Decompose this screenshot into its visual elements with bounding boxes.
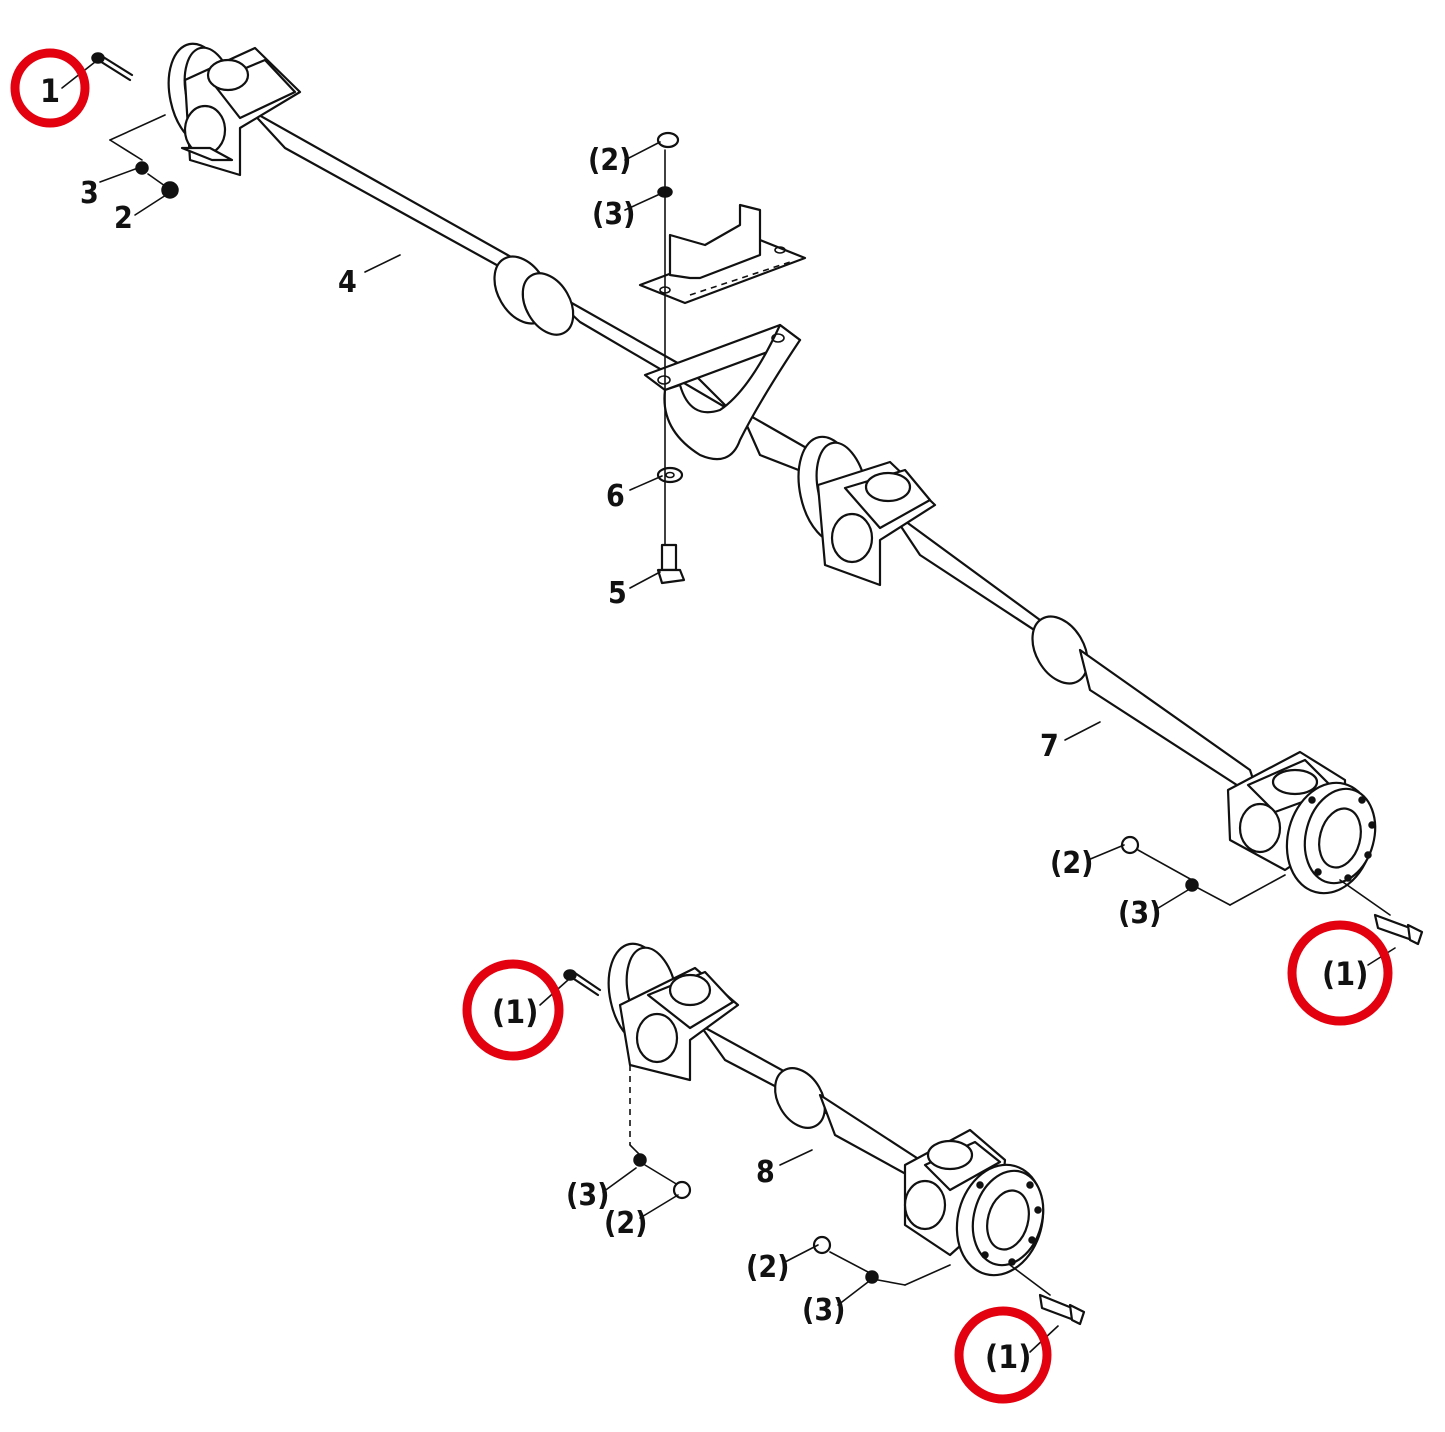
callout-2-top: 2 xyxy=(114,201,133,236)
lockwasher-lower-left xyxy=(633,1153,647,1167)
highlight-circle-1-right xyxy=(1287,920,1393,1026)
yoke-center xyxy=(797,435,937,587)
nut-center-top xyxy=(656,131,680,149)
callout-8: 8 xyxy=(756,1155,775,1190)
bolt-right xyxy=(1373,913,1424,946)
callout-6: 6 xyxy=(606,479,625,514)
nut-lower-right xyxy=(812,1235,832,1255)
yoke-top-left xyxy=(167,42,302,177)
callout-1-lower-right: (1) xyxy=(985,1338,1031,1376)
yoke-lower-left xyxy=(607,942,740,1082)
callout-2-lower-left: (2) xyxy=(604,1206,647,1241)
support-bracket xyxy=(638,203,807,305)
bolt-top-left xyxy=(91,52,134,82)
callout-5: 5 xyxy=(608,576,627,611)
yoke-right xyxy=(1226,750,1377,895)
bolt-lower-right xyxy=(1038,1293,1086,1326)
yoke-lower-right xyxy=(903,1128,1045,1277)
highlight-circle-1-lower-right xyxy=(954,1306,1052,1404)
callout-3-right: (3) xyxy=(1118,896,1161,931)
callout-1-right: (1) xyxy=(1322,955,1368,993)
callout-3-center: (3) xyxy=(592,197,635,232)
shaft-tube-7 xyxy=(738,408,1262,802)
shaft-tube-4 xyxy=(248,108,732,412)
highlight-circle-1-lower-left xyxy=(462,959,564,1061)
shaft-tube-8 xyxy=(698,1023,937,1192)
highlight-circle-1-top xyxy=(10,48,90,128)
callout-3-lower-left: (3) xyxy=(566,1178,609,1213)
callout-2-lower-right: (2) xyxy=(746,1250,789,1285)
callout-3-top: 3 xyxy=(80,176,99,211)
callout-labels: 1 2 3 4 (2) (3) 6 5 7 (2) (3) (1) (1) 8 … xyxy=(40,72,1368,1376)
callout-7: 7 xyxy=(1040,729,1059,764)
upper-drive-shaft-assembly xyxy=(91,42,1424,946)
nut-top-left xyxy=(161,181,179,199)
callout-3-lower-right: (3) xyxy=(802,1293,845,1328)
callout-2-right: (2) xyxy=(1050,846,1093,881)
center-support-bearing xyxy=(643,323,802,461)
bolt-center xyxy=(656,543,686,585)
highlight-circles xyxy=(10,48,1393,1404)
callout-1-lower-left: (1) xyxy=(492,993,538,1031)
lockwasher-lower-right xyxy=(865,1270,879,1284)
callout-4: 4 xyxy=(338,265,357,300)
lockwasher-right xyxy=(1185,878,1199,892)
callout-1-top: 1 xyxy=(40,72,60,110)
bolt-lower-left xyxy=(563,969,602,997)
callout-2-center: (2) xyxy=(588,143,631,178)
nut-lower-left xyxy=(672,1180,692,1200)
washer-center xyxy=(656,466,684,484)
lower-drive-shaft-assembly xyxy=(563,942,1086,1326)
